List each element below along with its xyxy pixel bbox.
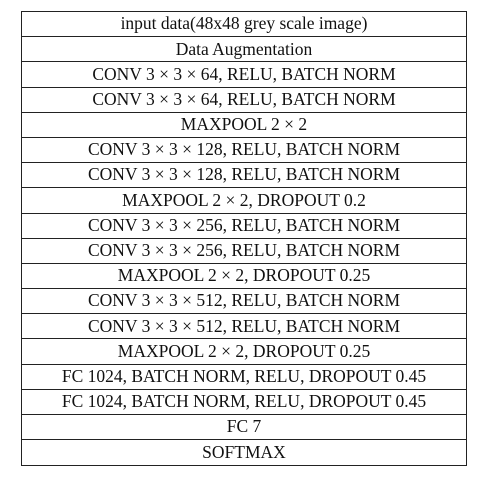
layer-softmax: SOFTMAX <box>202 442 286 463</box>
architecture-table: input data(48x48 grey scale image) Data … <box>21 11 467 467</box>
layer-conv-64-b: CONV 3 × 3 × 64, RELU, BATCH NORM <box>22 88 466 113</box>
layer-maxpool-4: MAXPOOL 2 × 2, DROPOUT 0.25 <box>22 339 466 365</box>
layer-conv-512-a: CONV 3 × 3 × 512, RELU, BATCH NORM <box>22 289 466 315</box>
layer-fc-1024-b: FC 1024, BATCH NORM, RELU, DROPOUT 0.45 <box>22 390 466 415</box>
layer-conv-64-a: CONV 3 × 3 × 64, RELU, BATCH NORM <box>22 62 466 88</box>
layer-input: input data(48x48 grey scale image) <box>22 12 466 38</box>
layer-conv-256-b: CONV 3 × 3 × 256, RELU, BATCH NORM <box>22 239 466 264</box>
layer-data-augmentation: Data Augmentation <box>22 37 466 63</box>
layer-fc-7: FC 7 <box>22 415 466 441</box>
layer-conv-512-b: CONV 3 × 3 × 512, RELU, BATCH NORM <box>22 314 466 340</box>
layer-conv-256-a: CONV 3 × 3 × 256, RELU, BATCH NORM <box>22 214 466 239</box>
layer-maxpool-2: MAXPOOL 2 × 2, DROPOUT 0.2 <box>22 188 466 214</box>
layer-maxpool-3: MAXPOOL 2 × 2, DROPOUT 0.25 <box>22 264 466 290</box>
layer-fc-1024-a: FC 1024, BATCH NORM, RELU, DROPOUT 0.45 <box>22 365 466 390</box>
layer-conv-128-a: CONV 3 × 3 × 128, RELU, BATCH NORM <box>22 138 466 164</box>
layer-conv-128-b: CONV 3 × 3 × 128, RELU, BATCH NORM <box>22 163 466 189</box>
layer-maxpool-1: MAXPOOL 2 × 2 <box>22 113 466 138</box>
